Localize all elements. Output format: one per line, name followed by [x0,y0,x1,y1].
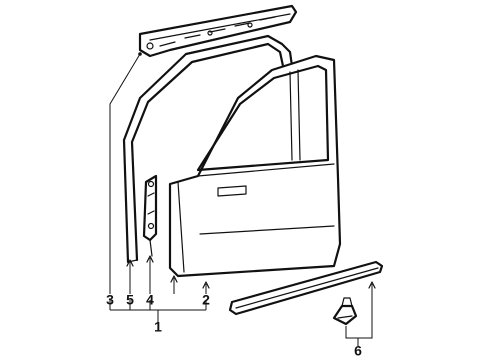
door-side-molding [228,260,384,316]
callout-2: 2 [202,292,210,308]
door-hinge-bracket [142,174,158,257]
callout-1: 1 [154,319,162,335]
callout-labels: 3 5 4 2 1 6 [106,292,362,359]
callout-4: 4 [146,292,154,308]
callout-3: 3 [106,292,114,308]
roof-rail-reinforcement [138,4,298,58]
front-door-shell [168,54,342,278]
leader-lines [109,52,376,346]
callout-6: 6 [354,343,362,359]
callout-5: 5 [126,292,134,308]
molding-clip [332,297,358,326]
